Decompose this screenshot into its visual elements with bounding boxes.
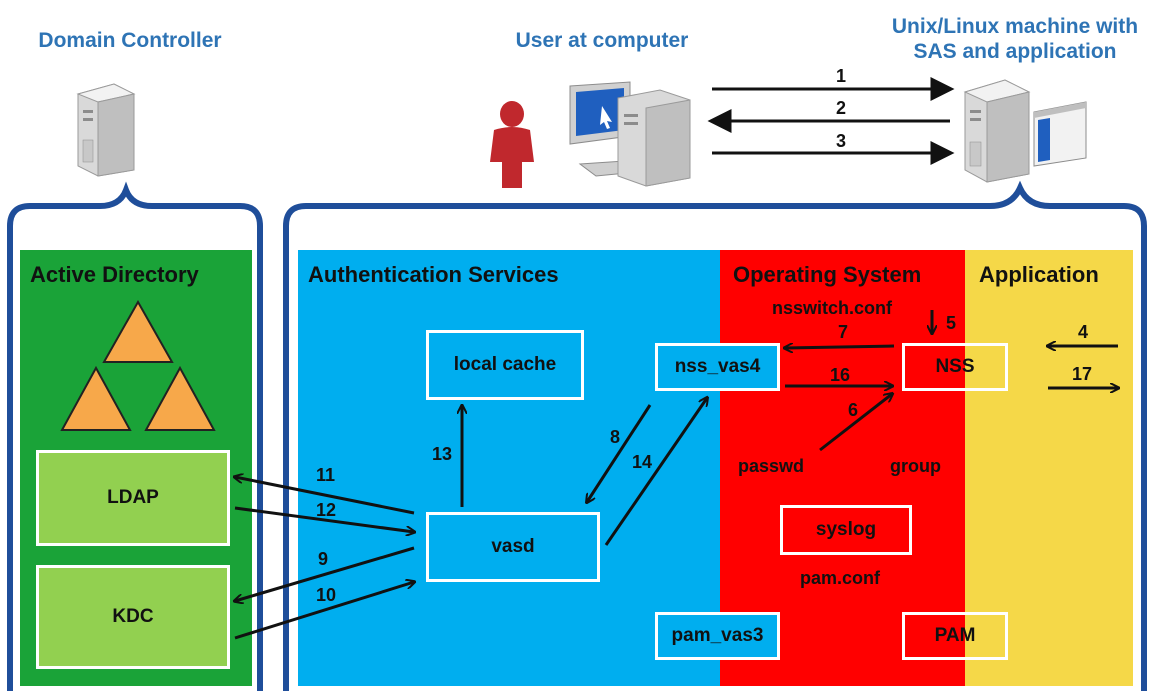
step-12-label: 12: [316, 500, 337, 520]
step-9-label: 9: [318, 549, 329, 569]
step-8-label: 8: [610, 427, 621, 447]
user-at-computer-header: User at computer: [515, 29, 689, 52]
pam-conf-label: pam.conf: [800, 568, 881, 588]
syslog-box: syslog: [780, 505, 912, 555]
active-directory-title: Active Directory: [30, 262, 199, 287]
unix-machine-bracket: [283, 180, 1147, 691]
authentication-services-title: Authentication Services: [308, 262, 559, 287]
vasd-box: vasd: [426, 512, 600, 582]
app-window-icon: [1033, 101, 1087, 167]
nsswitch-conf-label: nsswitch.conf: [772, 298, 893, 318]
user-icon: [490, 101, 534, 188]
kdc-box: KDC: [36, 565, 230, 669]
step-10-label: 10: [316, 585, 337, 605]
monitor-icon: [569, 81, 691, 187]
step-7-label: 7: [838, 322, 849, 342]
step-14-label: 14: [632, 452, 653, 472]
step-17-label: 17: [1072, 364, 1093, 384]
step-4-label: 4: [1078, 322, 1089, 342]
unix-server-icon: [963, 79, 1031, 183]
step-3-label: 3: [836, 131, 847, 151]
step-5-label: 5: [946, 313, 957, 333]
domain-controller-header: Domain Controller: [38, 29, 222, 52]
nss-vas4-box: nss_vas4: [655, 343, 780, 391]
triangle-icon: [60, 299, 216, 431]
step-13-label: 13: [432, 444, 453, 464]
group-label: group: [890, 456, 941, 476]
step-2-label: 2: [836, 98, 847, 118]
operating-system-title: Operating System: [733, 262, 922, 287]
pam-vas3-box: pam_vas3: [655, 612, 780, 660]
pam-box: PAM: [902, 612, 1008, 660]
unix-machine-header: Unix/Linux machine with SAS and applicat…: [891, 15, 1139, 63]
step-11-label: 11: [316, 465, 336, 485]
application-title: Application: [979, 262, 1099, 287]
authentication-services-panel: [298, 250, 720, 686]
step-6-label: 6: [848, 400, 859, 420]
passwd-label: passwd: [738, 456, 805, 476]
ldap-box: LDAP: [36, 450, 230, 546]
server-icon: [76, 83, 136, 177]
nss-box: NSS: [902, 343, 1008, 391]
domain-controller-bracket: [7, 181, 263, 691]
local-cache-box: local cache: [426, 330, 584, 400]
step-1-label: 1: [836, 66, 847, 86]
step-16-label: 16: [830, 365, 851, 385]
